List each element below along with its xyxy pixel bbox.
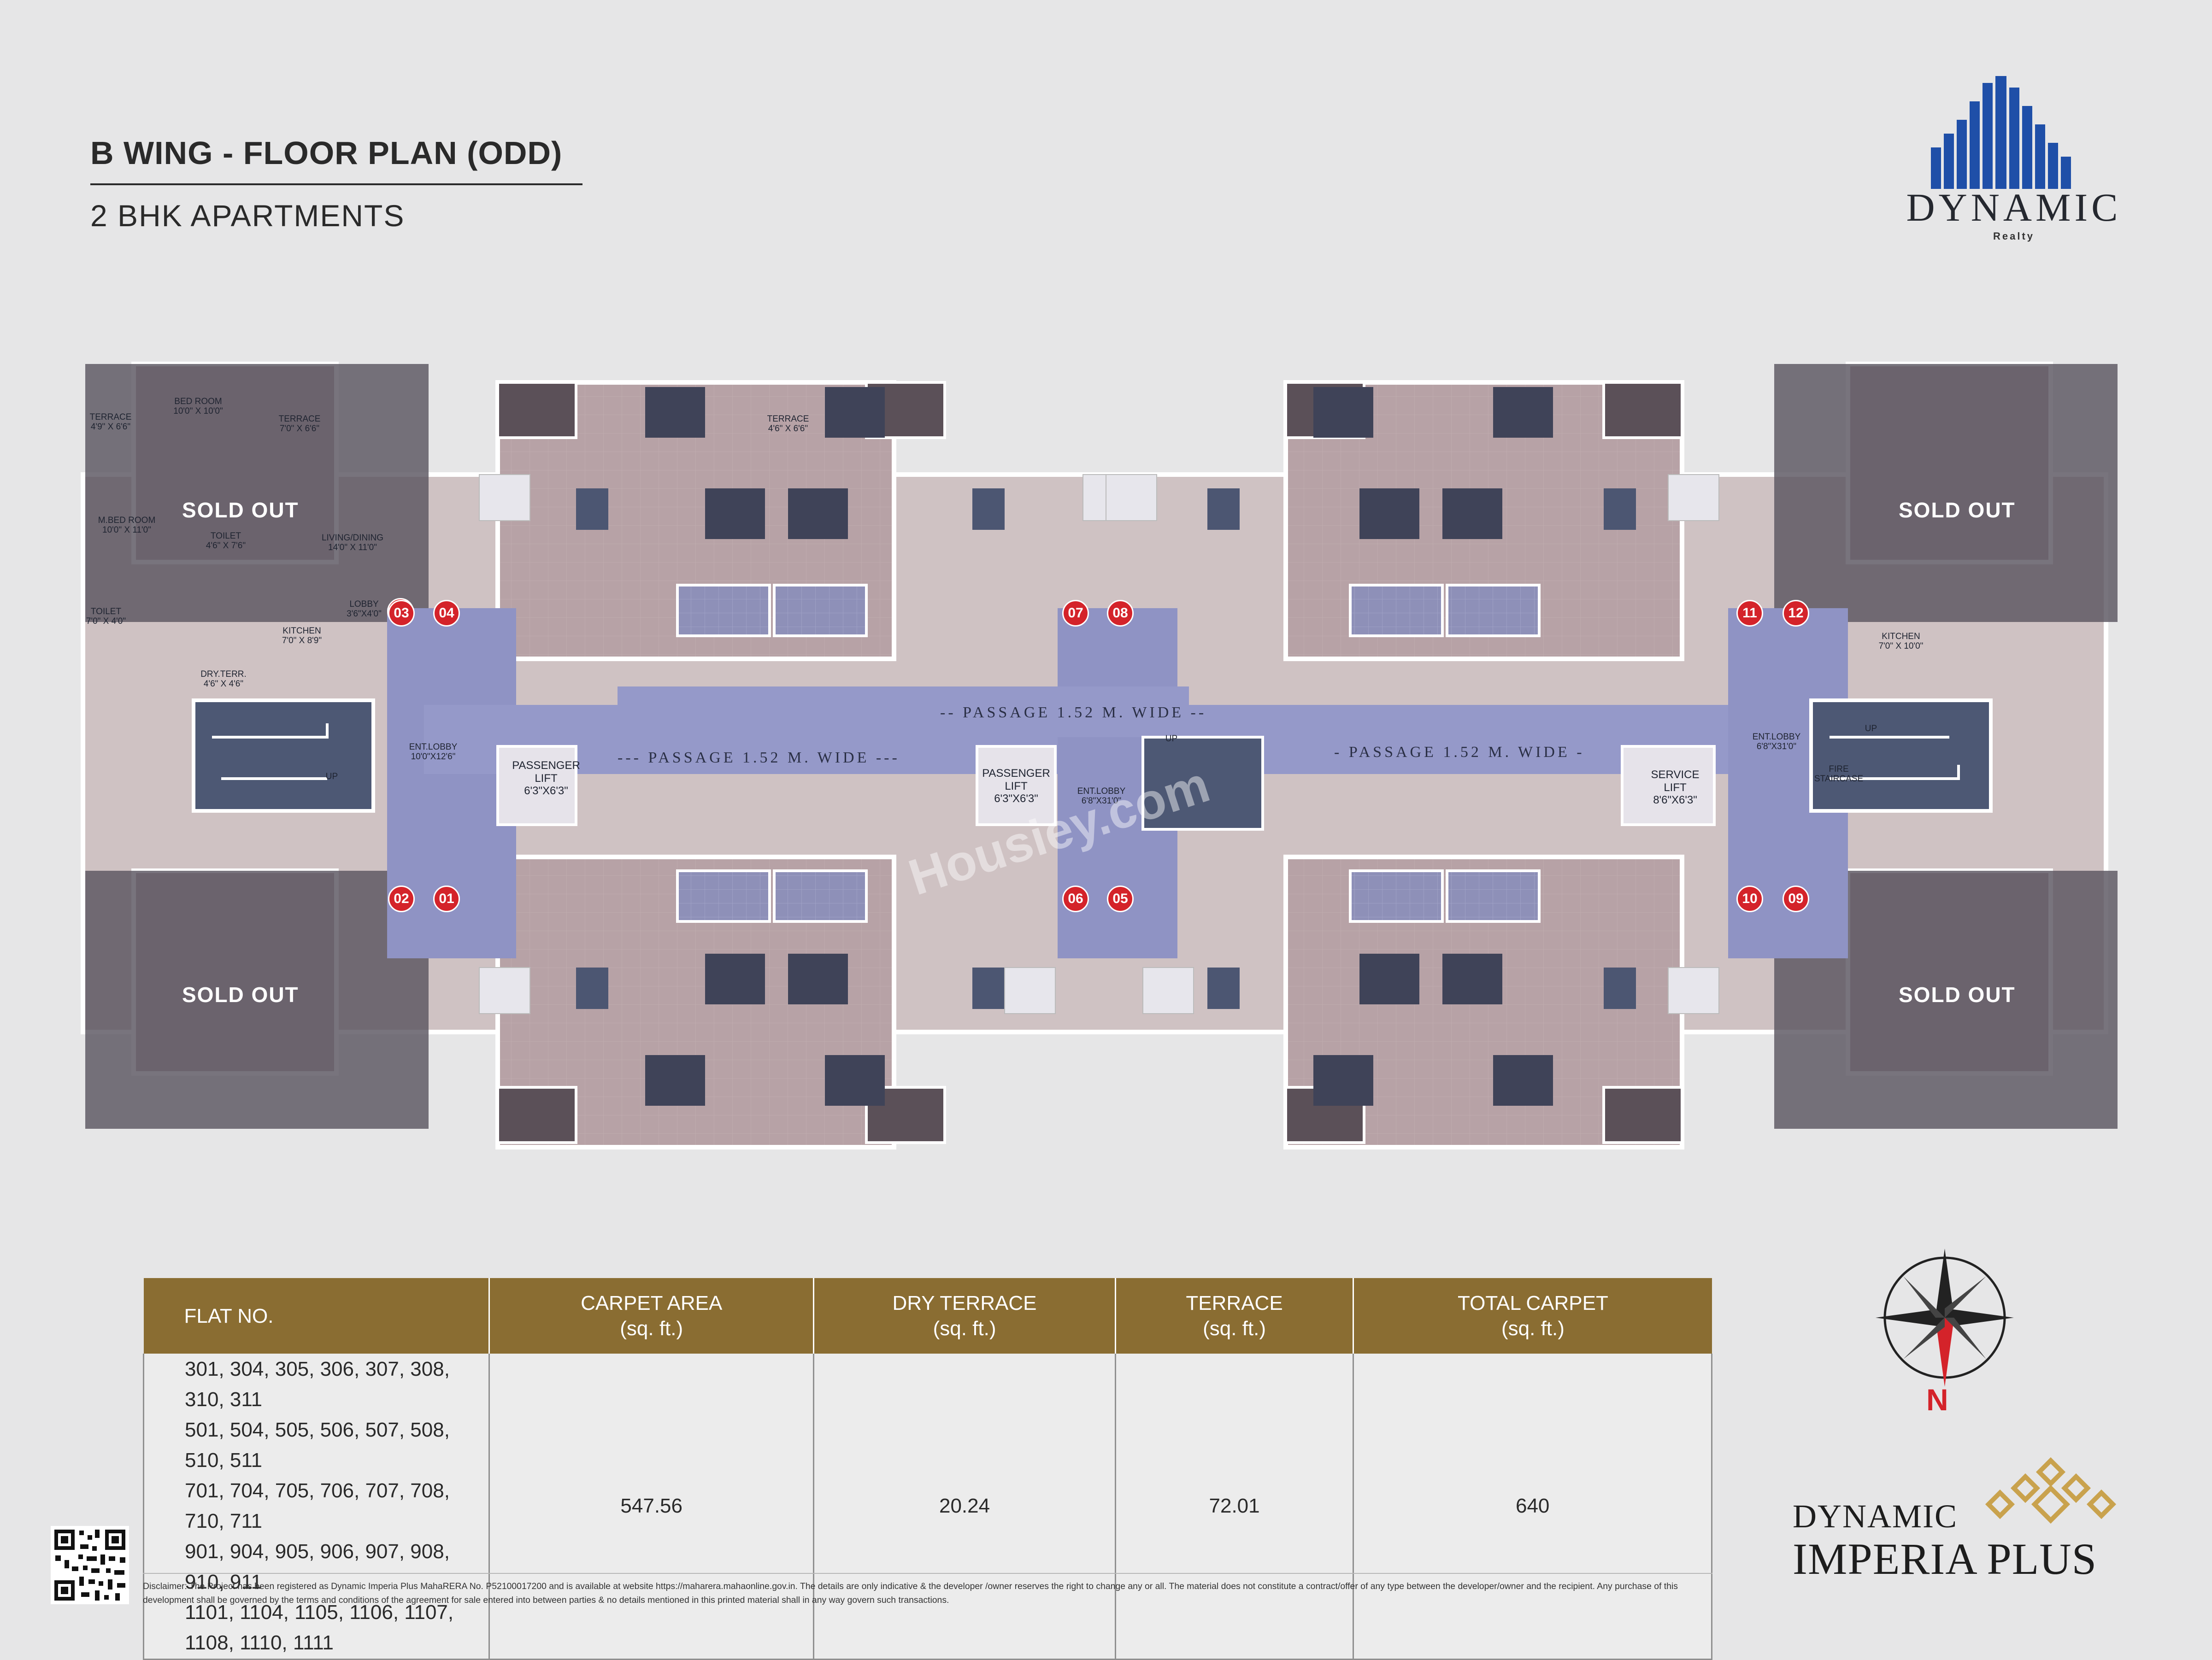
room-label: TERRACE 4'6" X 6'6" — [767, 414, 809, 434]
room-label: TERRACE 7'0" X 6'6" — [278, 414, 321, 434]
passenger-lift-2: PASSENGER LIFT 6'3"X6'3" — [982, 767, 1050, 805]
passage-label: - PASSAGE 1.52 M. WIDE - — [1334, 744, 1585, 761]
unit-marker-06: 06 — [1062, 886, 1089, 912]
unit-marker-11: 11 — [1736, 600, 1763, 627]
page-title: B WING - FLOOR PLAN (ODD) — [90, 135, 563, 171]
unit-marker-10: 10 — [1736, 886, 1763, 912]
disclaimer-divider — [143, 1573, 1712, 1574]
crown-logo-icon — [1985, 1457, 2117, 1524]
fire-staircase-label: FIRE STAIRCASE — [1814, 764, 1864, 784]
header-terrace: TERRACE(sq. ft.) — [1115, 1278, 1354, 1354]
carpet-area-cell: 547.56 — [488, 1354, 815, 1660]
brand-line-1: DYNAMIC — [1793, 1498, 1958, 1535]
unit-marker-02: 02 — [388, 886, 415, 912]
unit-marker-12: 12 — [1783, 600, 1809, 627]
total-carpet-cell: 640 — [1353, 1354, 1712, 1660]
ent-lobby-left: ENT.LOBBY 10'0"X12'6" — [409, 742, 458, 762]
room-label: TOILET 4'6" X 7'6" — [206, 531, 246, 551]
passage-label: -- PASSAGE 1.52 M. WIDE -- — [940, 704, 1207, 721]
flat-numbers-cell: 301, 304, 305, 306, 307, 308, 310, 311 5… — [142, 1354, 490, 1660]
room-label: M.BED ROOM 10'0" X 11'0" — [98, 516, 156, 535]
disclaimer-text: Disclaimer: The Project has been registe… — [143, 1581, 1678, 1606]
north-label: N — [1926, 1383, 1948, 1417]
logo-subtext: Realty — [1993, 230, 2035, 242]
qr-code — [51, 1526, 129, 1604]
title-underline — [90, 183, 582, 185]
unit-marker-03: 03 — [388, 600, 415, 627]
pricing-table: FLAT NO. CARPET AREA(sq. ft.) DRY TERRAC… — [142, 1278, 1712, 1660]
service-lift: SERVICE LIFT 8'6"X6'3" — [1651, 768, 1700, 807]
header-flat-no: FLAT NO. — [143, 1278, 490, 1354]
unit-marker-08: 08 — [1107, 600, 1134, 627]
unit-marker-04: 04 — [433, 600, 460, 627]
sold-out-label: SOLD OUT — [182, 983, 299, 1007]
room-label: KITCHEN 7'0" X 8'9" — [282, 626, 322, 645]
unit-marker-07: 07 — [1062, 600, 1089, 627]
room-label: TERRACE 4'9" X 6'6" — [89, 412, 132, 432]
sold-out-label: SOLD OUT — [1899, 983, 2016, 1007]
unit-marker-05: 05 — [1107, 886, 1134, 912]
ent-lobby-center: ENT.LOBBY 6'8"X31'0" — [1077, 786, 1126, 806]
room-label: LIVING/DINING 14'0" X 11'0" — [321, 533, 384, 552]
terrace-cell: 72.01 — [1114, 1354, 1354, 1660]
passenger-lift-1: PASSENGER LIFT 6'3"X6'3" — [512, 759, 580, 798]
brand-line-2: IMPERIA PLUS — [1793, 1534, 2097, 1584]
header-carpet-area: CARPET AREA(sq. ft.) — [489, 1278, 815, 1354]
passage-label: --- PASSAGE 1.52 M. WIDE --- — [618, 749, 900, 766]
header-total-carpet: TOTAL CARPET(sq. ft.) — [1353, 1278, 1712, 1354]
unit-marker-01: 01 — [433, 886, 460, 912]
room-label: TOILET 7'0" X 4'0" — [86, 607, 126, 626]
dry-terrace-cell: 20.24 — [813, 1354, 1116, 1660]
table-row: 301, 304, 305, 306, 307, 308, 310, 311 5… — [142, 1354, 1712, 1660]
up-label: UP — [1165, 734, 1178, 744]
floor-plan — [81, 362, 2118, 1150]
logo-wordmark: DYNAMIC — [1906, 185, 2122, 229]
dynamic-realty-logo — [1931, 76, 2071, 189]
room-label: LOBBY 3'6"X4'0" — [347, 599, 382, 619]
sold-out-label: SOLD OUT — [1899, 498, 2016, 522]
ent-lobby-right: ENT.LOBBY 6'8"X31'0" — [1752, 732, 1801, 751]
room-label: DRY.TERR. 4'6" X 4'6" — [200, 669, 247, 689]
room-label: BED ROOM 10'0" X 10'0" — [173, 397, 223, 416]
compass-icon — [1876, 1249, 2014, 1387]
up-label: UP — [1865, 724, 1877, 733]
header-dry-terrace: DRY TERRACE(sq. ft.) — [813, 1278, 1116, 1354]
sold-out-label: SOLD OUT — [182, 498, 299, 522]
page-subtitle: 2 BHK APARTMENTS — [90, 199, 405, 233]
room-label: KITCHEN 7'0" X 10'0" — [1878, 632, 1924, 651]
up-label: UP — [325, 772, 338, 781]
unit-marker-09: 09 — [1783, 886, 1809, 912]
